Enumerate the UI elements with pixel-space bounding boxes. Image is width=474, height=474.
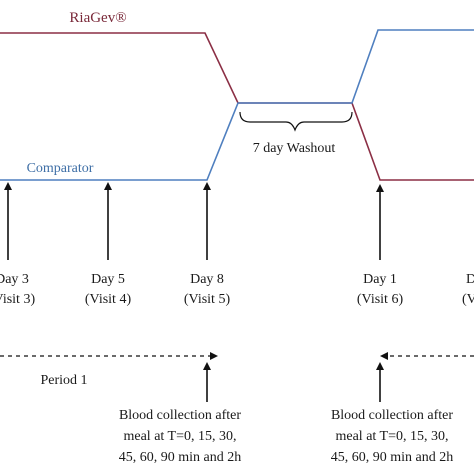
period-1-label: Period 1: [40, 373, 87, 388]
visit-number-label: (V: [462, 292, 474, 307]
visit-day-label: Day 3: [0, 272, 29, 287]
visit-number-label: (Visit 4): [85, 292, 132, 307]
visit-number-label: (Visit 3): [0, 292, 35, 307]
blood-collection-line: Blood collection after: [119, 408, 241, 423]
visit-day-label: D: [466, 272, 474, 287]
visit-day-label: Day 8: [190, 272, 224, 287]
visit-day-label: Day 5: [91, 272, 125, 287]
blood-collection-line: 45, 60, 90 min and 2h: [119, 450, 242, 465]
washout-label: 7 day Washout: [253, 141, 336, 156]
riagev-label: RiaGev®: [69, 10, 126, 26]
comparator-line: [0, 29, 474, 181]
blood-collection-line: Blood collection after: [331, 408, 453, 423]
comparator-label: Comparator: [27, 161, 94, 176]
blood-collection-line: 45, 60, 90 min and 2h: [331, 450, 454, 465]
blood-collection-line: meal at T=0, 15, 30,: [123, 429, 236, 444]
visit-day-label: Day 1: [363, 272, 397, 287]
visit-number-label: (Visit 6): [357, 292, 404, 307]
blood-collection-line: meal at T=0, 15, 30,: [335, 429, 448, 444]
washout-brace: [239, 111, 353, 132]
visit-number-label: (Visit 5): [184, 292, 231, 307]
